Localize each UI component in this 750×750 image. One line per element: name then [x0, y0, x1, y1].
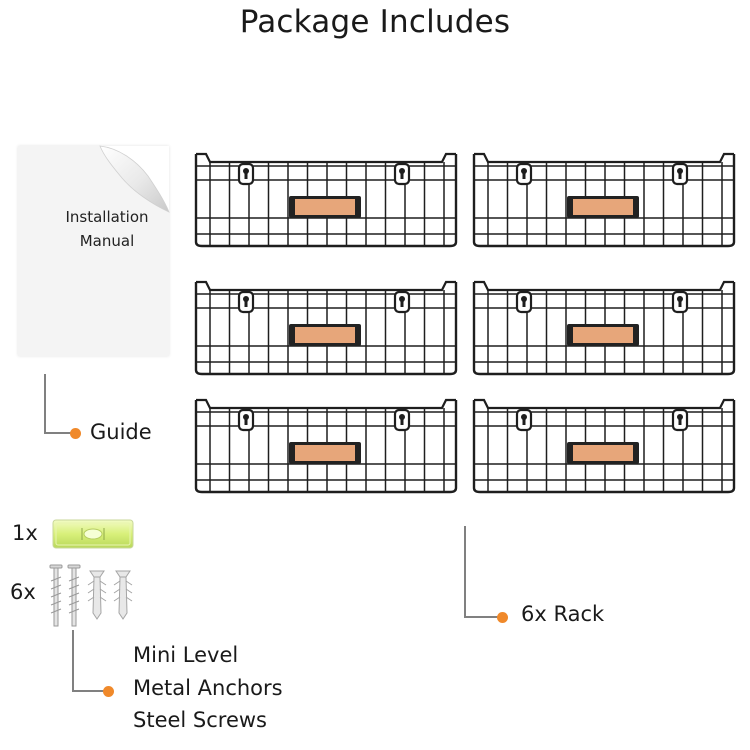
steel-screws-label: Steel Screws — [133, 708, 267, 732]
rack-bullet-dot — [497, 612, 508, 623]
wire-basket-rack-3 — [194, 280, 458, 376]
wire-basket-rack-2 — [472, 152, 736, 248]
guide-callout-line-h — [44, 432, 74, 434]
level-quantity: 1x — [12, 521, 38, 545]
hardware-bullet-dot — [103, 686, 114, 697]
manual-cover-text: Installation Manual — [52, 205, 162, 253]
page-title: Package Includes — [239, 4, 511, 40]
rack-callout-line-h — [464, 616, 500, 618]
mini-level-label: Mini Level — [133, 643, 239, 667]
rack-callout-line — [464, 526, 466, 617]
rack-label: 6x Rack — [521, 602, 605, 626]
hardware-callout-line-h — [72, 690, 106, 692]
anchors-and-screws-icon — [49, 564, 133, 627]
guide-bullet-dot — [70, 428, 81, 439]
hardware-callout-line — [72, 630, 74, 692]
metal-anchors-label: Metal Anchors — [133, 676, 283, 700]
wire-basket-rack-5 — [194, 398, 458, 494]
wire-basket-rack-1 — [194, 152, 458, 248]
manual-line-1: Installation — [65, 208, 149, 226]
wire-basket-rack-6 — [472, 398, 736, 494]
guide-callout-line — [44, 374, 46, 434]
page-curl-icon — [99, 145, 170, 213]
wire-basket-rack-4 — [472, 280, 736, 376]
guide-label: Guide — [90, 420, 152, 444]
manual-line-2: Manual — [79, 232, 135, 250]
mini-level-icon — [52, 519, 134, 549]
hardware-quantity: 6x — [10, 580, 36, 604]
